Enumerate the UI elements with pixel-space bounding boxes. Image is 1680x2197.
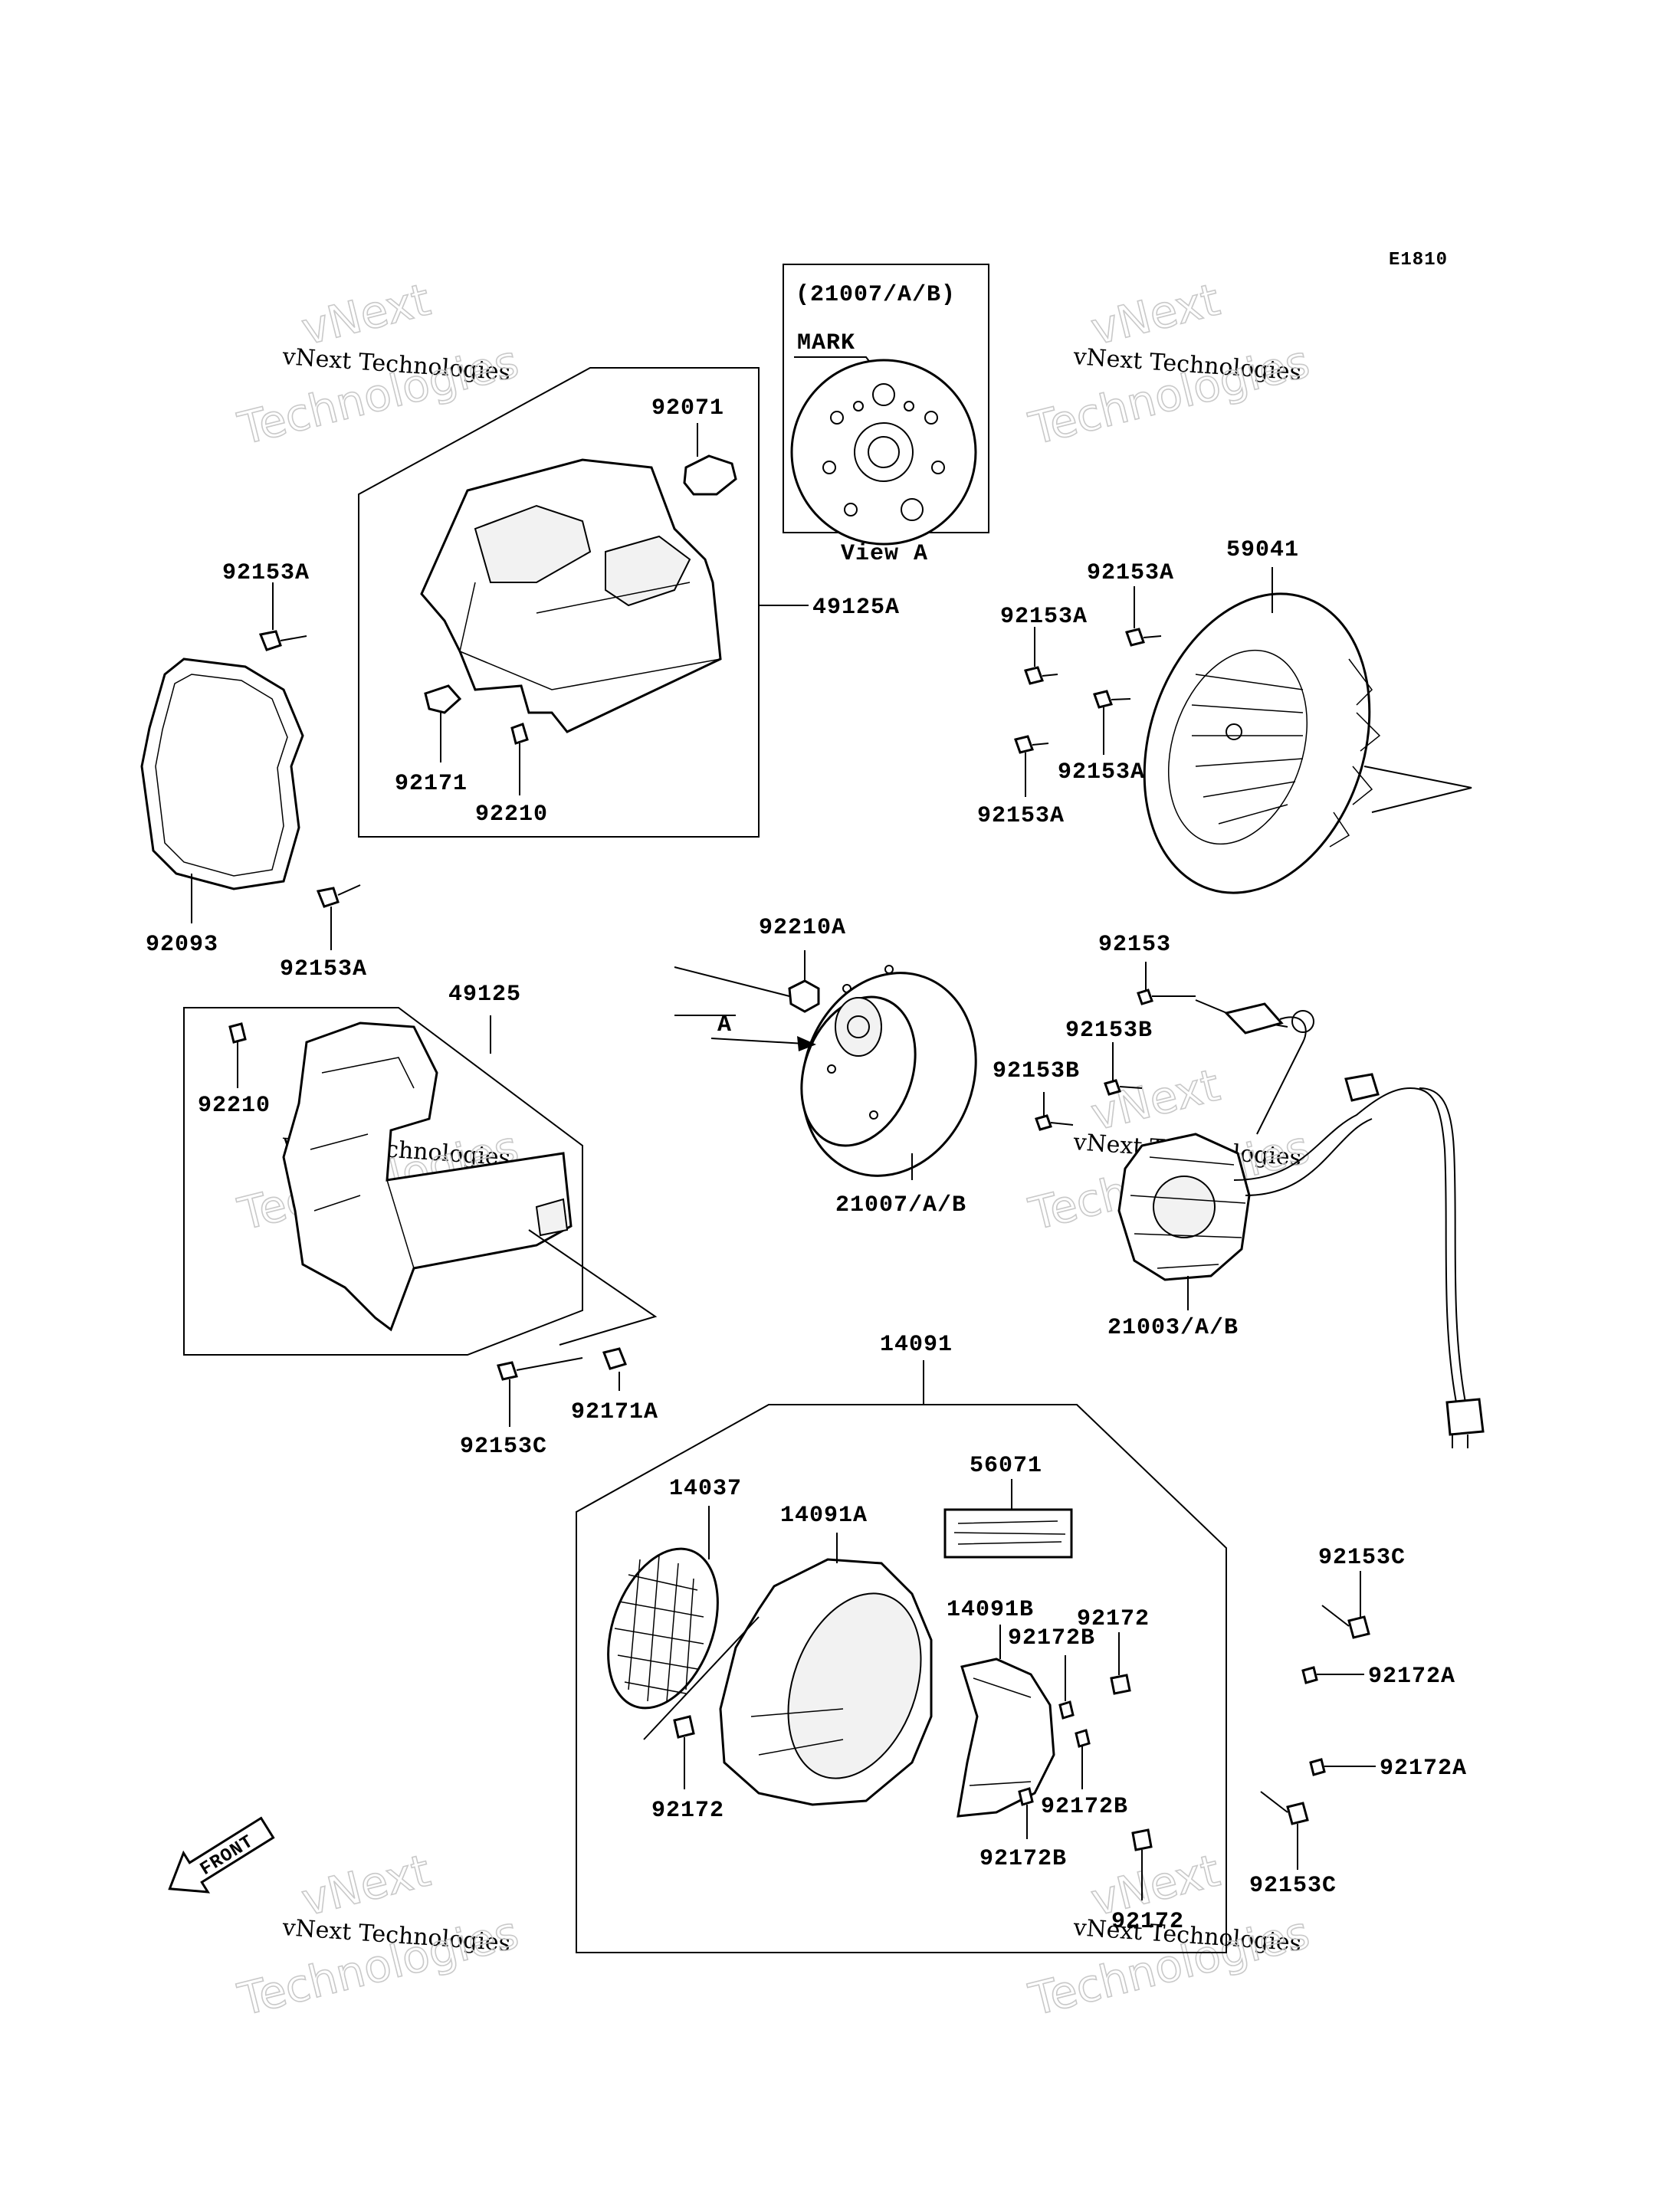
cooling-fan-59041 <box>1143 592 1472 894</box>
bolt-92153C-r1 <box>1347 1615 1370 1639</box>
screw-92172B-c <box>1018 1787 1034 1806</box>
part-92172B-c: 92172B <box>979 1846 1067 1872</box>
harness-clip <box>1344 1073 1380 1102</box>
screw-92172-c <box>1131 1828 1153 1851</box>
bolt-92153A-lower-left <box>316 887 340 908</box>
part-14091A: 14091A <box>780 1503 868 1529</box>
part-92172A-1: 92172A <box>1368 1664 1455 1690</box>
part-92171: 92171 <box>395 771 468 797</box>
part-49125A: 49125A <box>812 595 900 621</box>
part-56071: 56071 <box>970 1453 1042 1479</box>
part-92172B-a: 92172B <box>1008 1625 1095 1651</box>
screw-92172-a <box>673 1715 695 1739</box>
flywheel-rear-view <box>790 359 977 546</box>
part-92153: 92153 <box>1098 932 1171 958</box>
part-14091B: 14091B <box>947 1597 1034 1623</box>
part-92153A-lower-left: 92153A <box>280 956 367 982</box>
nut-92210-mid <box>228 1022 247 1044</box>
view-a-caption: View A <box>841 541 928 567</box>
part-92153A-left: 92153A <box>222 560 310 586</box>
nut-92210 <box>510 723 529 745</box>
bolt-92153A-r3 <box>1093 690 1113 709</box>
bolt-92153A-r4 <box>1014 735 1034 754</box>
watermark-line1: vNext <box>1086 274 1225 356</box>
part-21007AB: 21007/A/B <box>835 1192 966 1218</box>
screw-92172A-2 <box>1309 1758 1326 1776</box>
part-92210A: 92210A <box>759 915 846 941</box>
part-59041: 59041 <box>1226 537 1299 563</box>
part-92153A-r2: 92153A <box>1000 604 1088 630</box>
diagram-code: E1810 <box>1389 250 1448 271</box>
part-92153C-r2: 92153C <box>1249 1873 1337 1899</box>
view-arrow-label: A <box>717 1012 732 1038</box>
bolt-92153B-2 <box>1035 1114 1052 1131</box>
bolt-92153A-r1 <box>1125 628 1145 647</box>
cover-14091B <box>956 1658 1055 1818</box>
screw-92172-b <box>1110 1674 1131 1695</box>
part-14037: 14037 <box>669 1476 742 1502</box>
part-92210: 92210 <box>475 802 548 828</box>
part-49125: 49125 <box>448 982 521 1008</box>
watermark-line1: vNext <box>1086 1059 1225 1141</box>
fan-housing-14091A <box>643 1558 933 1806</box>
watermark-top-right: vNext vNext Technologies Technologies <box>1023 273 1315 456</box>
label-56071 <box>943 1508 1073 1559</box>
screw-92172A-1 <box>1301 1666 1318 1684</box>
pickup-coil <box>1224 1002 1284 1035</box>
watermark-bottom-left: vNext vNext Technologies Technologies <box>232 1844 524 2027</box>
mark-label: MARK <box>797 330 855 356</box>
stator-21003 <box>1117 999 1485 1448</box>
part-92153A-r3: 92153A <box>1058 759 1145 785</box>
view-a-inset: (21007/A/B) MARK View A <box>783 264 989 567</box>
bolt-92153A-left <box>258 630 282 651</box>
part-92153C-left: 92153C <box>460 1434 547 1460</box>
grille-14037 <box>607 1547 719 1710</box>
clip-92171 <box>424 684 462 714</box>
part-92153C-r1: 92153C <box>1318 1545 1406 1571</box>
flywheel-21007 <box>800 965 977 1177</box>
gasket-92093 <box>140 657 304 890</box>
part-92153B-1: 92153B <box>1065 1018 1153 1044</box>
bolt-92153C-r2 <box>1286 1802 1309 1825</box>
part-92153B-2: 92153B <box>993 1058 1080 1084</box>
part-92172-b: 92172 <box>1077 1606 1150 1632</box>
screw-92172B-b <box>1075 1729 1091 1748</box>
view-arrow-head <box>797 1036 816 1051</box>
shroud-lower <box>282 1021 573 1332</box>
bolt-92153A-r2 <box>1024 666 1044 685</box>
front-direction-arrow: FRONT <box>168 1816 275 1894</box>
harness-connector <box>1445 1398 1485 1436</box>
part-92071: 92071 <box>651 395 724 421</box>
part-92093: 92093 <box>146 932 218 958</box>
part-92172A-2: 92172A <box>1380 1756 1467 1782</box>
shroud-cap-92071 <box>683 454 737 496</box>
part-92172-c: 92172 <box>1111 1909 1184 1935</box>
bolt-92153 <box>1137 989 1153 1005</box>
part-92153A-r1: 92153A <box>1087 560 1174 586</box>
clip-92171A <box>602 1347 628 1370</box>
kit-box-49125a: 92071 49125A 92171 92210 <box>358 367 900 838</box>
kit-box-49125: 92210 49125 <box>183 982 658 1356</box>
part-92171A: 92171A <box>571 1399 658 1425</box>
view-a-title: (21007/A/B) <box>796 282 956 308</box>
nut-92210A <box>788 979 820 1013</box>
part-92172-a: 92172 <box>651 1798 724 1824</box>
shroud-upper <box>420 458 722 733</box>
watermark-line1: vNext <box>297 274 435 356</box>
bolt-92153B-1 <box>1104 1079 1121 1096</box>
kit-box-14091: 14091 14037 14091A 56071 14091B <box>576 1332 1227 1953</box>
part-92210-mid: 92210 <box>198 1093 271 1119</box>
bolt-92153C-left <box>497 1361 518 1381</box>
part-92172B-b: 92172B <box>1041 1794 1128 1820</box>
watermark-bottom-right: vNext vNext Technologies Technologies <box>1023 1844 1315 2027</box>
part-92153A-r4: 92153A <box>977 803 1065 829</box>
part-14091: 14091 <box>880 1332 953 1358</box>
watermark-line1: vNext <box>297 1844 435 1926</box>
screw-92172B-a <box>1058 1700 1075 1720</box>
part-21003AB: 21003/A/B <box>1107 1315 1239 1341</box>
